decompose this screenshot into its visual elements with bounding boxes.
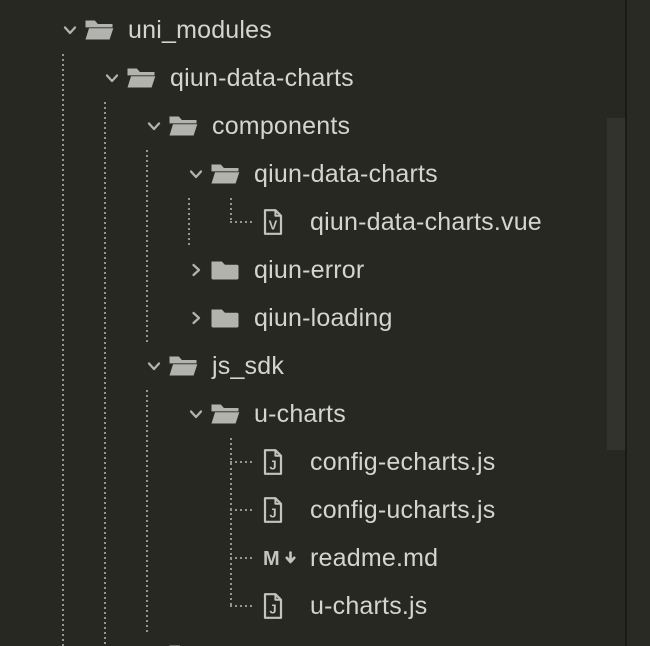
- tree-row-qiun-data-charts[interactable]: qiun-data-charts: [0, 150, 607, 198]
- tree-row-partial[interactable]: [0, 630, 607, 646]
- tree-row-u-charts[interactable]: u-charts: [0, 390, 607, 438]
- chevron-right-icon[interactable]: [182, 294, 210, 342]
- tree-item-label: js_sdk: [212, 351, 285, 380]
- indent-guide: [146, 390, 148, 632]
- tree-item-label: components: [212, 111, 351, 140]
- folder-closed-icon: [210, 294, 244, 342]
- tree-item-label: readme.md: [310, 543, 439, 572]
- tree-row-components[interactable]: components: [0, 102, 607, 150]
- file-explorer-tree: uni_modules qiun-data-charts components qiu…: [0, 6, 607, 646]
- indent-guide: [188, 198, 190, 246]
- tree-row-qiun-loading[interactable]: qiun-loading: [0, 294, 607, 342]
- tree-item-label: qiun-error: [254, 255, 365, 284]
- chevron-down-icon[interactable]: [140, 342, 168, 390]
- folder-closed-icon: [210, 246, 244, 294]
- chevron-right-icon[interactable]: [182, 246, 210, 294]
- scrollbar-thumb[interactable]: [607, 118, 625, 450]
- panel-border: [625, 0, 627, 646]
- chevron-down-icon[interactable]: [140, 102, 168, 150]
- indent-guide: [146, 150, 148, 342]
- chevron-down-icon[interactable]: [182, 150, 210, 198]
- tree-item-label: u-charts: [254, 399, 346, 428]
- indent-guide: [62, 54, 64, 646]
- tree-connector: [224, 582, 254, 630]
- tree-item-label: qiun-data-charts.vue: [310, 207, 542, 236]
- folder-open-icon: [84, 6, 118, 54]
- tree-connector: [224, 438, 254, 486]
- tree-item-label: qiun-data-charts: [170, 63, 354, 92]
- tree-item-label: u-charts.js: [310, 591, 428, 620]
- tree-row-qiun-data-charts[interactable]: qiun-data-charts: [0, 54, 607, 102]
- folder-open-icon: [210, 390, 244, 438]
- folder-open-icon: [126, 54, 160, 102]
- js-file-icon: J: [254, 438, 300, 486]
- folder-open-icon: [210, 150, 244, 198]
- tree-row-uni-modules[interactable]: uni_modules: [0, 6, 607, 54]
- tree-item-label: config-echarts.js: [310, 447, 496, 476]
- chevron-right-icon[interactable]: [140, 630, 168, 646]
- svg-text:M: M: [263, 548, 280, 570]
- tree-row-qiun-error[interactable]: qiun-error: [0, 246, 607, 294]
- svg-text:J: J: [269, 506, 276, 521]
- tree-row-js-sdk[interactable]: js_sdk: [0, 342, 607, 390]
- svg-text:V: V: [269, 218, 278, 233]
- tree-item-label: config-ucharts.js: [310, 495, 496, 524]
- svg-text:J: J: [269, 458, 276, 473]
- chevron-down-icon[interactable]: [98, 54, 126, 102]
- js-file-icon: J: [254, 486, 300, 534]
- js-file-icon: J: [254, 582, 300, 630]
- folder-closed-icon: [168, 630, 202, 646]
- tree-connector: [224, 534, 254, 582]
- vue-file-icon: V: [254, 198, 300, 246]
- tree-item-label: uni_modules: [128, 15, 272, 44]
- indent-guide: [104, 102, 106, 646]
- folder-open-icon: [168, 342, 202, 390]
- tree-connector: [224, 486, 254, 534]
- markdown-file-icon: M: [254, 534, 300, 582]
- folder-open-icon: [168, 102, 202, 150]
- chevron-down-icon[interactable]: [182, 390, 210, 438]
- svg-text:J: J: [269, 602, 276, 617]
- tree-item-label: qiun-loading: [254, 303, 393, 332]
- chevron-down-icon[interactable]: [56, 6, 84, 54]
- tree-item-label: qiun-data-charts: [254, 159, 438, 188]
- scrollbar[interactable]: [607, 0, 625, 646]
- editor-area: [627, 0, 650, 646]
- tree-connector: [224, 198, 254, 246]
